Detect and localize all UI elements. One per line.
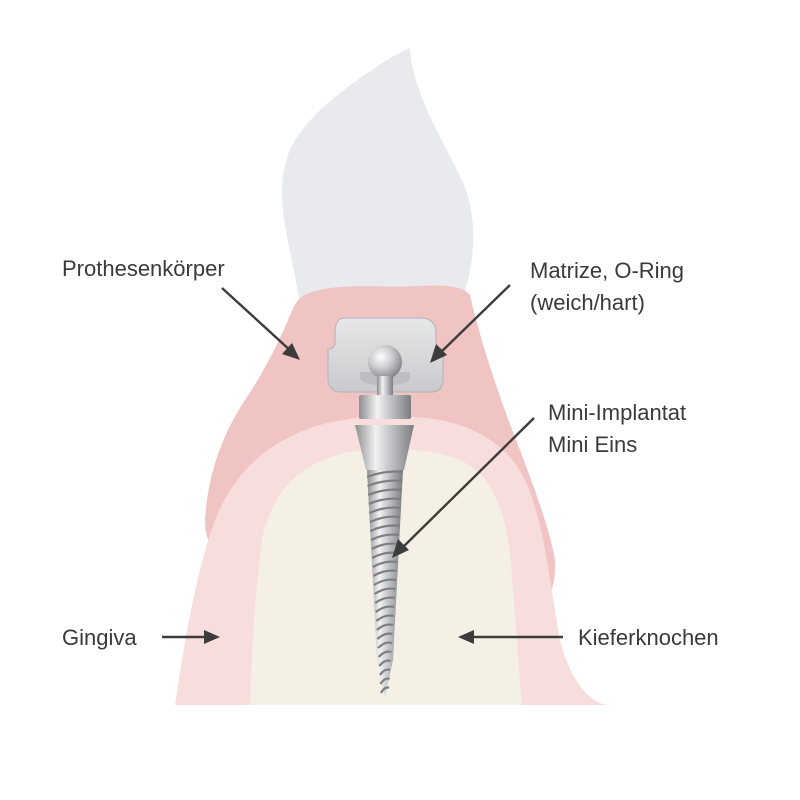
- implant-thread: [373, 578, 397, 586]
- implant-thread: [380, 686, 390, 694]
- implant-thread: [372, 560, 398, 568]
- implant-thread: [369, 515, 401, 523]
- implant-thread: [378, 668, 391, 676]
- label-prothesenkoerper: Prothesenkörper: [62, 256, 225, 281]
- arrow-kieferknochen: [458, 630, 563, 644]
- implant-thread: [376, 632, 393, 640]
- implant-thread: [370, 524, 400, 532]
- label-matrize-line2: (weich/hart): [530, 290, 645, 315]
- implant-thread: [368, 506, 401, 515]
- implant-thread: [374, 596, 396, 604]
- implant-thread: [366, 470, 404, 479]
- implant-thread: [378, 659, 392, 667]
- implant-thread: [375, 605, 395, 613]
- implant-threaded-body: [367, 470, 403, 697]
- implant-thread: [379, 677, 391, 685]
- implant-thread: [375, 614, 394, 622]
- implant-thread: [373, 587, 396, 595]
- prosthesis-body: [205, 285, 556, 605]
- implant-thread: [377, 650, 392, 658]
- implant-thread: [371, 542, 399, 550]
- prosthetic-tooth: [281, 48, 474, 305]
- implant-thread: [372, 569, 397, 577]
- label-matrize-line1: Matrize, O-Ring: [530, 258, 684, 283]
- arrow-matrize: [430, 284, 511, 363]
- arrow-gingiva: [162, 630, 220, 644]
- implant-thread: [367, 488, 402, 497]
- implant-cone: [355, 425, 414, 470]
- label-kieferknochen: Kieferknochen: [578, 625, 719, 650]
- implant-thread: [376, 623, 394, 631]
- implant-collar: [359, 395, 411, 419]
- implant-thread: [370, 533, 400, 541]
- label-implantat-line1: Mini-Implantat: [548, 400, 686, 425]
- arrow-prothesenkoerper: [221, 287, 300, 360]
- label-implantat-line2: Mini Eins: [548, 432, 637, 457]
- implant-thread: [377, 641, 393, 649]
- implant-threads: [366, 470, 404, 694]
- implant-neck: [377, 376, 393, 396]
- label-gingiva: Gingiva: [62, 625, 137, 650]
- implant-ball-head: [368, 345, 402, 379]
- implant-thread: [368, 497, 402, 506]
- implant-thread: [367, 479, 403, 488]
- arrow-mini-implantat: [392, 417, 535, 558]
